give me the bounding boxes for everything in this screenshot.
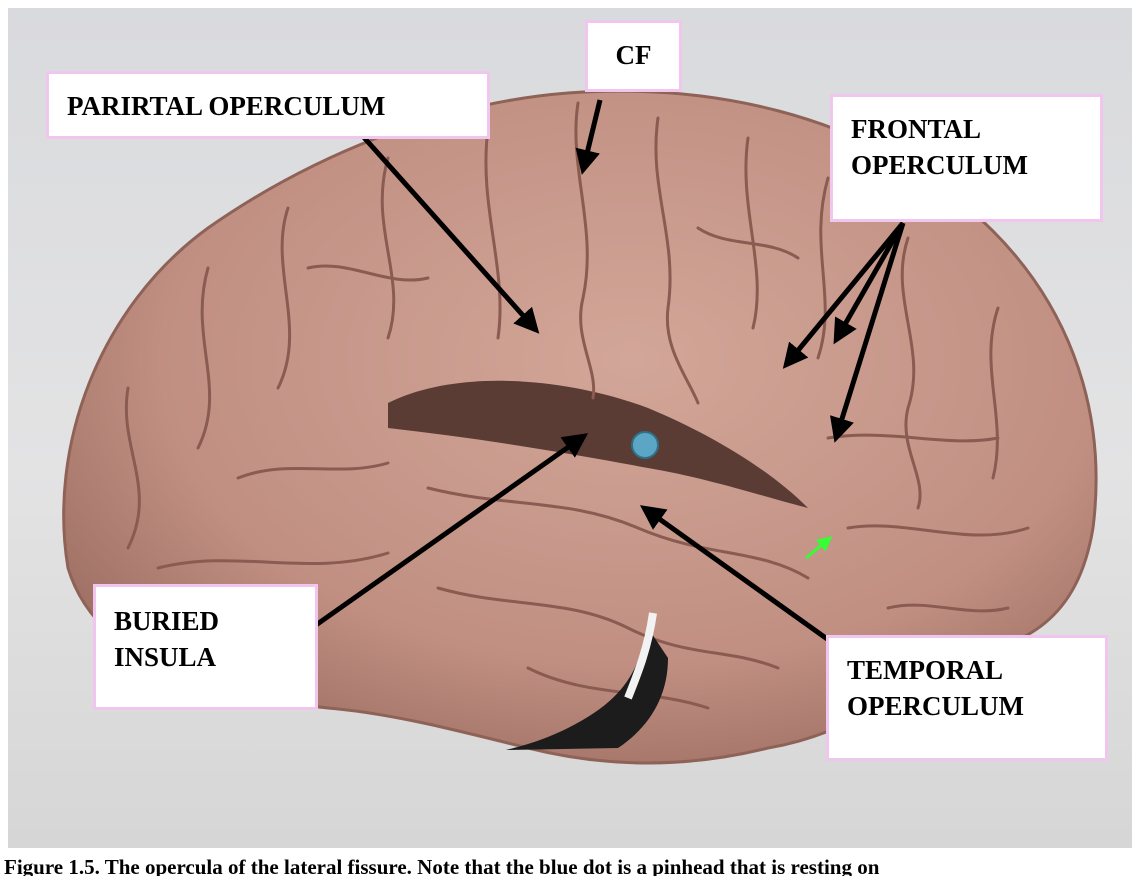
sulci <box>124 101 1030 710</box>
label-cf-text: CF <box>615 40 652 70</box>
brain-photograph: CF PARIRTAL OPERCULUM FRONTAL OPERCULUM … <box>8 8 1132 848</box>
parietal-operculum-arrow <box>358 131 540 334</box>
specimen-tag <box>506 628 668 750</box>
brain-illustration <box>62 89 1098 765</box>
label-arrows <box>314 99 906 644</box>
lateral-fissure <box>388 380 808 508</box>
figure-caption: Figure 1.5. The opercula of the lateral … <box>4 855 880 876</box>
temporal-operculum-arrow <box>639 505 832 644</box>
frontal-operculum-arrow-2 <box>833 221 906 345</box>
label-temporal-operculum: TEMPORAL OPERCULUM <box>826 635 1108 761</box>
frontal-operculum-arrow-1 <box>782 221 905 369</box>
label-temporal-operculum-line2: OPERCULUM <box>847 691 1024 721</box>
label-cf: CF <box>585 20 682 92</box>
label-buried-insula: BURIED INSULA <box>93 584 318 710</box>
frontal-operculum-arrow-3 <box>830 222 906 443</box>
label-frontal-operculum: FRONTAL OPERCULUM <box>830 94 1103 222</box>
label-parietal-operculum-text: PARIRTAL OPERCULUM <box>67 91 386 121</box>
label-frontal-operculum-line1: FRONTAL <box>851 114 982 144</box>
blue-pinhead <box>631 431 659 459</box>
green-arrow <box>805 536 833 560</box>
label-frontal-operculum-line2: OPERCULUM <box>851 150 1028 180</box>
label-buried-insula-line2: INSULA <box>114 642 217 672</box>
buried-insula-arrow <box>314 433 589 628</box>
label-buried-insula-line1: BURIED <box>114 606 220 636</box>
label-temporal-operculum-line1: TEMPORAL <box>847 655 1004 685</box>
cf-arrow <box>575 99 603 175</box>
label-parietal-operculum: PARIRTAL OPERCULUM <box>46 71 490 139</box>
